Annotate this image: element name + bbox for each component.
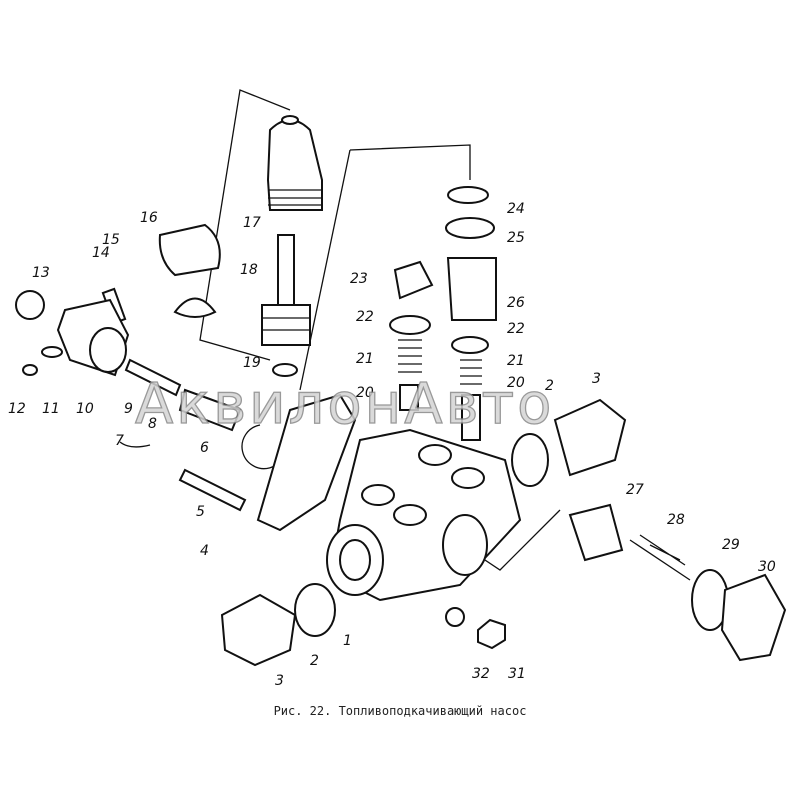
- label-29: 29: [722, 537, 740, 553]
- label-20b: 20: [507, 375, 525, 391]
- part-28-spring: [629, 534, 691, 581]
- part-32-ring: [445, 607, 465, 627]
- part-19-ring: [272, 363, 298, 377]
- part-20-valve: [399, 384, 419, 411]
- part-31-nut: [477, 618, 506, 650]
- part-16-plate: [158, 223, 221, 277]
- label-21b: 21: [507, 353, 525, 369]
- part-4-gasket: [256, 393, 357, 532]
- part-21b-spring: [460, 359, 482, 385]
- label-15: 15: [102, 232, 120, 248]
- label-2: 2: [310, 653, 319, 669]
- part-2-washer-right: [511, 433, 549, 487]
- label-5: 5: [196, 504, 205, 520]
- label-6: 6: [200, 440, 209, 456]
- part-1-pump-body: [326, 428, 522, 602]
- label-7: 7: [115, 433, 124, 449]
- label-8: 8: [148, 416, 157, 432]
- label-20: 20: [356, 385, 374, 401]
- label-26: 26: [507, 295, 525, 311]
- label-17: 17: [243, 215, 261, 231]
- part-18-piston: [261, 234, 311, 346]
- label-16: 16: [140, 210, 158, 226]
- part-22-washer: [389, 315, 431, 335]
- part-23-plug: [393, 260, 434, 300]
- watermark: АквилонАвто: [134, 371, 555, 437]
- label-3: 3: [275, 673, 284, 689]
- part-17-cap: [266, 115, 323, 211]
- part-8-valve: [178, 388, 242, 432]
- label-24: 24: [507, 201, 525, 217]
- part-24-ring: [447, 186, 489, 204]
- label-1: 1: [343, 633, 352, 649]
- part-2-washer: [294, 583, 336, 637]
- part-10-bore: [89, 327, 127, 373]
- label-27: 27: [626, 482, 644, 498]
- label-10: 10: [76, 401, 94, 417]
- label-32: 32: [472, 666, 490, 682]
- label-19: 19: [243, 355, 261, 371]
- label-2-right: 2: [545, 378, 554, 394]
- part-15-cup: [173, 297, 217, 318]
- part-3-plug-right: [553, 398, 627, 477]
- part-30-plug: [720, 573, 787, 662]
- label-14: 14: [92, 245, 110, 261]
- label-28: 28: [667, 512, 685, 528]
- label-31: 31: [508, 666, 526, 682]
- part-20b-valve: [461, 394, 481, 441]
- part-26-fitting: [446, 257, 497, 321]
- part-5-stud: [178, 468, 247, 512]
- part-9-rod: [124, 358, 182, 397]
- label-30: 30: [758, 559, 776, 575]
- part-21-spring: [398, 339, 422, 373]
- part-22b-washer: [451, 336, 489, 354]
- label-13: 13: [32, 265, 50, 281]
- label-22b: 22: [507, 321, 525, 337]
- part-3-plug: [220, 593, 297, 667]
- label-11: 11: [42, 401, 60, 417]
- part-11-washer: [41, 346, 63, 358]
- part-27-sleeve: [568, 503, 624, 562]
- label-4: 4: [200, 543, 209, 559]
- part-13-nut: [15, 290, 45, 320]
- label-23: 23: [350, 271, 368, 287]
- label-22: 22: [356, 309, 374, 325]
- label-12: 12: [8, 401, 26, 417]
- label-9: 9: [124, 401, 133, 417]
- part-12-screw: [22, 364, 38, 376]
- part-25-washer: [445, 217, 495, 239]
- figure-caption: Рис. 22. Топливоподкачивающий насос: [273, 704, 527, 718]
- label-21: 21: [356, 351, 374, 367]
- label-18: 18: [240, 262, 258, 278]
- label-3-right: 3: [592, 371, 601, 387]
- part-labels: 1 2 3 4 5 6 7 8 9 10 11 12 13 14 15 16 1…: [8, 201, 776, 689]
- label-25: 25: [507, 230, 525, 246]
